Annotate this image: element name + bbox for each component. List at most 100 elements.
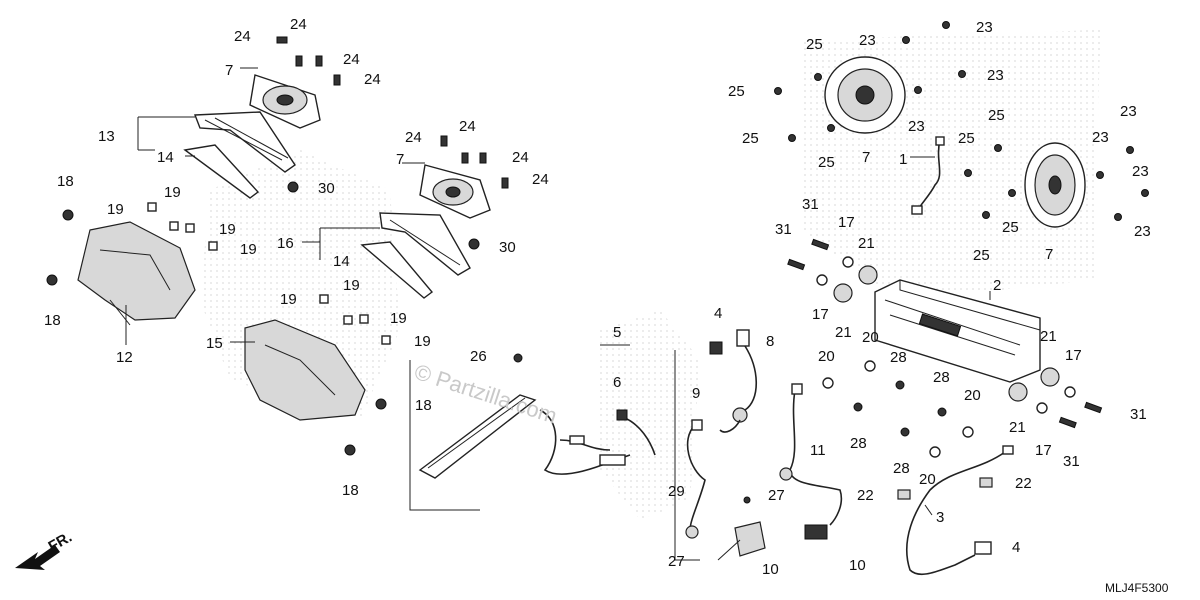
callout-label: 19 (390, 310, 407, 327)
screws-18-30 (46, 181, 480, 456)
callout-label: 17 (812, 306, 829, 323)
callout-label: 21 (1040, 328, 1057, 345)
diagram-code: MLJ4F5300 (1105, 581, 1169, 595)
clips-19 (147, 202, 391, 345)
clips-22 (897, 477, 993, 500)
callout-label: 23 (1134, 223, 1151, 240)
front-direction-arrow (15, 545, 60, 570)
leader-lines (125, 67, 991, 561)
callout-label: 28 (890, 349, 907, 366)
callout-label: 19 (240, 241, 257, 258)
callout-label: 26 (470, 348, 487, 365)
callout-label: 19 (107, 201, 124, 218)
callout-label: 25 (988, 107, 1005, 124)
callout-label: 24 (532, 171, 549, 188)
callout-label: 5 (613, 324, 621, 341)
callout-label: 20 (818, 348, 835, 365)
callout-label: 31 (1063, 453, 1080, 470)
callout-label: 3 (936, 509, 944, 526)
callout-label: 24 (290, 16, 307, 33)
bolts-24-top (276, 36, 509, 189)
callout-label: 7 (1045, 246, 1053, 263)
callout-label: 23 (1132, 163, 1149, 180)
callout-label: 22 (1015, 475, 1032, 492)
antenna-assembly-5 (418, 353, 631, 479)
callout-label: 11 (810, 442, 826, 459)
bolts-31 (787, 238, 1103, 429)
callout-label: 20 (862, 329, 879, 346)
callout-label: 23 (976, 19, 993, 36)
callout-label: 30 (499, 239, 516, 256)
callout-label: 23 (908, 118, 925, 135)
knobs-21 (833, 265, 1060, 402)
bracket-outline (409, 344, 700, 561)
callout-labels: 2424242471314181919191930242424247161430… (44, 16, 1151, 578)
speaker-7-right-upper (824, 56, 906, 134)
callout-label: 31 (775, 221, 792, 238)
callout-label: 25 (1002, 219, 1019, 236)
gasket-14-middle (360, 241, 434, 299)
callout-label: 14 (333, 253, 350, 270)
callout-label: 17 (1065, 347, 1082, 364)
cover-15 (244, 319, 366, 421)
callout-label: 21 (858, 235, 875, 252)
callout-label: 15 (206, 335, 223, 352)
callout-label: 17 (838, 214, 855, 231)
harness-8 (719, 329, 757, 433)
callout-label: 25 (806, 36, 823, 53)
callout-label: 31 (802, 196, 819, 213)
harness-9 (685, 419, 706, 539)
speaker-7-top-left (249, 74, 321, 129)
dotted-background (200, 30, 1100, 520)
washers-17 (816, 256, 1076, 414)
callout-label: 30 (318, 180, 335, 197)
callout-label: 28 (850, 435, 867, 452)
callout-label: 6 (613, 374, 621, 391)
harness-3 (906, 445, 1014, 575)
callout-label: 25 (973, 247, 990, 264)
connector-4-top (709, 341, 723, 355)
callout-label: 8 (766, 333, 774, 350)
callout-label: 19 (414, 333, 431, 350)
callout-label: 9 (692, 385, 700, 402)
callout-label: 25 (742, 130, 759, 147)
speaker-bracket-13 (193, 111, 296, 173)
callout-label: 10 (762, 561, 779, 578)
callout-label: 24 (343, 51, 360, 68)
callout-label: 19 (343, 277, 360, 294)
speaker-7-right-lower (1024, 142, 1086, 228)
callout-label: 2 (993, 277, 1001, 294)
callout-label: 7 (396, 151, 404, 168)
grommets-20-28 (822, 360, 974, 458)
callout-label: 4 (1012, 539, 1020, 556)
callout-label: 19 (280, 291, 297, 308)
nuts-23-25 (774, 21, 1149, 221)
callout-label: 28 (893, 460, 910, 477)
callout-label: 19 (164, 184, 181, 201)
callout-label: 16 (277, 235, 294, 252)
callout-label: 24 (234, 28, 251, 45)
audio-unit-2 (874, 279, 1041, 383)
callout-label: 13 (98, 128, 115, 145)
cover-12 (77, 221, 196, 326)
callout-label: 27 (768, 487, 785, 504)
callout-label: 20 (919, 471, 936, 488)
callout-label: 21 (835, 324, 852, 341)
callout-label: 28 (933, 369, 950, 386)
callout-label: 24 (459, 118, 476, 135)
callout-label: 19 (219, 221, 236, 238)
watermark: © Partzilla.com (411, 359, 560, 429)
callout-label: 27 (668, 553, 685, 570)
callout-label: 22 (857, 487, 874, 504)
speaker-bracket-16 (379, 212, 471, 276)
callout-label: 23 (1092, 129, 1109, 146)
callout-label: 12 (116, 349, 133, 366)
callout-label: 23 (987, 67, 1004, 84)
callout-label: 23 (859, 32, 876, 49)
callout-label: 24 (512, 149, 529, 166)
callout-label: 7 (225, 62, 233, 79)
gasket-14-top (183, 144, 260, 199)
callout-label: 21 (1009, 419, 1026, 436)
callout-label: 18 (415, 397, 432, 414)
callout-label: 18 (342, 482, 359, 499)
